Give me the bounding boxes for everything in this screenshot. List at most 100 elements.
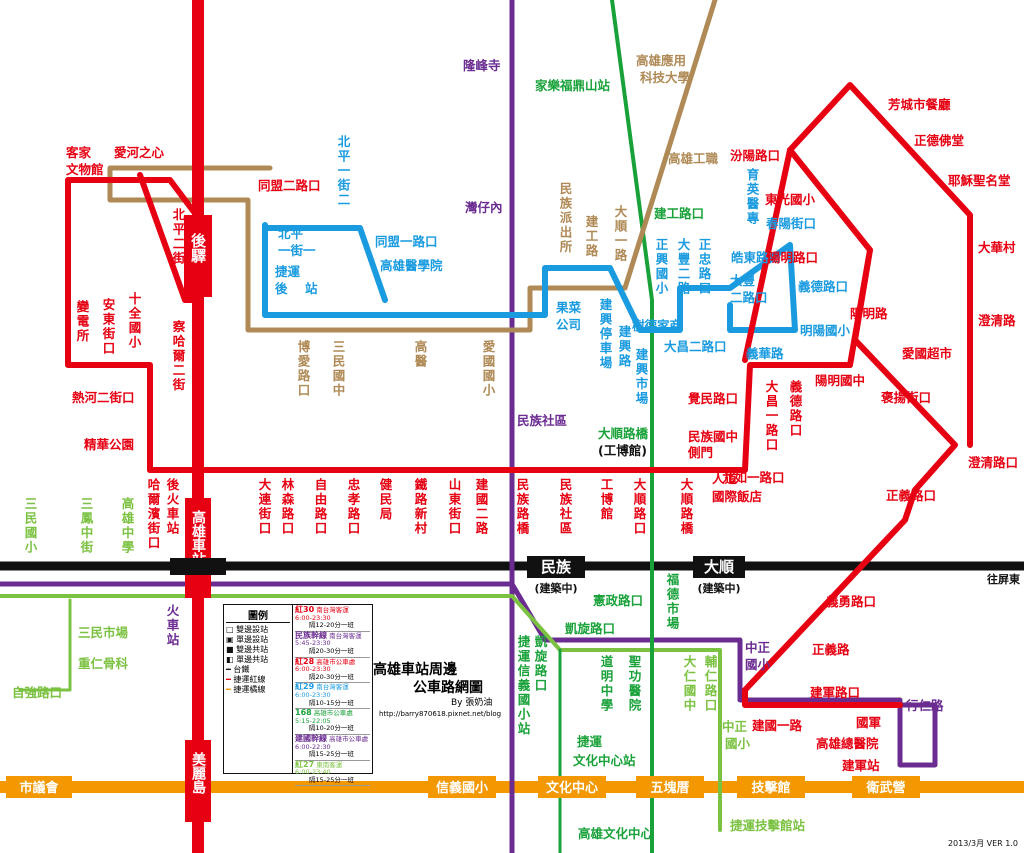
version-label: 2013/3月 VER 1.0 <box>948 839 1018 848</box>
stop-label: 客家 <box>65 145 92 160</box>
stop-label: 行仁路 <box>905 698 944 713</box>
legend-swatch-icon: ━ <box>226 685 234 694</box>
legend-item: ━ 台鐵 <box>226 665 250 674</box>
stop-label: 站 <box>305 281 318 296</box>
stop-label-vertical: 建興停車場 <box>598 297 613 371</box>
stop-label-vertical: 大順一路 <box>613 204 628 263</box>
stop-label-vertical: 大仁國中 <box>682 654 697 713</box>
legend-item: ◧ 單邊共站 <box>226 655 269 664</box>
stop-label: 正義路 <box>812 642 850 657</box>
stop-label: 澄清路口 <box>968 455 1018 470</box>
stop-label: 陽明國中 <box>815 373 865 388</box>
stop-label: 一街一 <box>278 243 316 258</box>
stop-label: 家樂福鼎山站 <box>535 78 611 93</box>
stop-label: 覺民路口 <box>687 391 738 406</box>
station-kaohsiung: 高雄車站 <box>190 509 207 567</box>
stop-label: 三民市場 <box>78 625 129 640</box>
stop-label-vertical: 建興市場 <box>634 347 649 406</box>
stop-label: 同盟二路口 <box>258 178 321 193</box>
stop-label-vertical: 工博館 <box>599 478 614 522</box>
stop-label-vertical: 大順路橋 <box>679 477 694 536</box>
legend-swatch-icon: ◧ <box>226 655 237 664</box>
stop-label: 捷運 <box>577 734 603 749</box>
stop-label-vertical: 哈爾濱街口 <box>146 477 161 551</box>
stop-label: 二路口 <box>730 290 768 305</box>
stop-label: 大豐 <box>730 273 756 288</box>
stop-label: 高雄文化中心 <box>578 826 654 841</box>
title-author: By 張奶油 <box>451 698 493 708</box>
stop-label: 民族國中 <box>688 429 738 444</box>
stop-label: 凱旋路口 <box>565 621 615 636</box>
svg-text:衛武營: 衛武營 <box>865 780 905 796</box>
stop-label: 義勇路口 <box>826 594 876 609</box>
stop-label-vertical: 道明中學 <box>599 654 614 713</box>
stop-label: 灣仔內 <box>465 200 503 215</box>
stop-label: 捷運技擊館站 <box>730 818 806 833</box>
stop-label-vertical: 正興國小 <box>654 238 669 296</box>
stop-label: 褒揚街口 <box>880 390 931 405</box>
stop-label-vertical: 北平一街二 <box>336 134 351 208</box>
stop-label-vertical: 輔仁路口 <box>703 654 718 713</box>
stop-label: 果菜 <box>555 300 582 315</box>
stop-label: 側門 <box>687 445 713 460</box>
stop-label-vertical: 十全國小 <box>127 291 142 350</box>
stop-label: 建國一路 <box>752 718 803 733</box>
stop-label-vertical: 民族路橋 <box>515 478 530 536</box>
stop-label-vertical: 高醫 <box>413 339 428 369</box>
stop-label: 文物館 <box>66 162 104 177</box>
stop-label-vertical: 建興路 <box>617 324 632 369</box>
svg-text:文化中心: 文化中心 <box>546 780 598 796</box>
mrt-stations: 後驛 高雄車站 美麗島 民族 (建築中) 大順 (建築中) 往屏東 市議會 信義… <box>6 215 1021 822</box>
legend-items: □ 雙邊設站▣ 單邊設站■ 雙邊共站◧ 單邊共站━ 台鐵━ 捷運紅線━ 捷運橘線 <box>226 625 290 695</box>
stop-label-vertical: 民族派出所 <box>558 182 573 255</box>
legend-item: ■ 雙邊共站 <box>226 645 269 654</box>
station-houyi: 後驛 <box>189 232 207 264</box>
stop-label: 建軍路口 <box>810 685 860 700</box>
legend-item: ━ 捷運紅線 <box>226 675 266 684</box>
svg-text:技擊館: 技擊館 <box>751 780 790 796</box>
stop-label-vertical: 正忠路口 <box>697 238 712 296</box>
stop-label-vertical: 愛國國小 <box>481 339 496 398</box>
stop-label-vertical: 變電所 <box>75 299 90 344</box>
stop-label-vertical: 健民局 <box>378 477 393 522</box>
stop-label: 憲政路口 <box>592 593 643 608</box>
station-dashun-sub: (建築中) <box>697 581 740 595</box>
stop-labels-vertical: 北平一街二民族派出所建工路大順一路正興國小大豐二路正忠路口育英醫專北平二街察哈爾… <box>23 134 803 737</box>
stop-label: 科技大學 <box>640 70 691 85</box>
legend-swatch-icon: ━ <box>226 665 234 674</box>
stop-label: 正義路口 <box>886 488 936 503</box>
stop-label-vertical: 三民國小 <box>23 497 38 555</box>
stop-label-vertical: 火車站 <box>165 604 180 648</box>
stop-label: 義德路口 <box>798 279 848 294</box>
stop-label: 耶穌聖名堂 <box>948 173 1011 188</box>
stop-label: 芳城市餐廳 <box>888 97 951 112</box>
legend-item: □ 雙邊設站 <box>226 625 269 634</box>
stop-label: 高雄應用 <box>636 53 686 68</box>
stop-labels-horizontal: 客家文物館愛河之心同盟二路口熱河二街口精華公園隆峰寺家樂福鼎山站高雄應用科技大學… <box>12 53 1018 841</box>
stop-label: 公司 <box>556 317 581 332</box>
stop-label-vertical: 民族社區 <box>558 478 573 536</box>
stop-label: 東光國小 <box>765 192 816 207</box>
stop-label-vertical: 三鳳中街 <box>79 497 94 555</box>
stop-label: 中正 <box>745 640 771 655</box>
stop-label: 自強路口 <box>12 685 62 700</box>
stop-label-vertical: 察哈爾二街 <box>171 319 186 393</box>
stop-label: 精華公園 <box>84 437 134 452</box>
title-line2: 公車路網圖 <box>413 680 483 696</box>
station-dashun: 大順 <box>704 558 735 576</box>
stop-label-vertical: 大順路口 <box>632 477 647 536</box>
stop-label: 國小 <box>745 657 771 672</box>
stop-label: 大順路橋 <box>598 426 649 441</box>
title-url: http://barry870618.pixnet.net/blog <box>379 710 502 718</box>
stop-label: 大昌二路口 <box>664 339 727 354</box>
stop-label: 明陽國小 <box>800 323 851 338</box>
legend-swatch-icon: ■ <box>226 645 237 654</box>
legend-item: ▣ 單邊設站 <box>226 635 269 644</box>
